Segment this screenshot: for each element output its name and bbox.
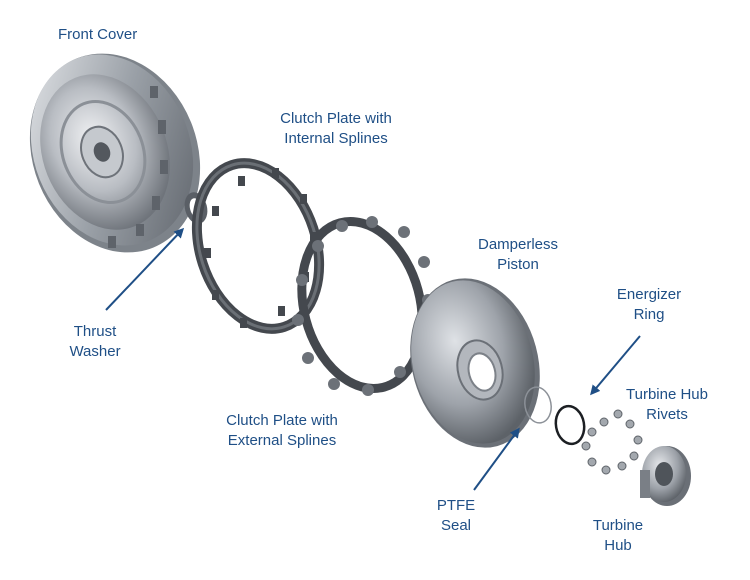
clutch-plate-internal-line1: Clutch Plate with [280,110,392,127]
thrust-washer-line2: Washer [69,343,121,360]
front-cover-label-text: Front Cover [58,26,138,43]
turbine-hub-label: Turbine Hub [580,516,656,556]
energizer-ring-label: Energizer Ring [602,285,696,325]
damperless-piston-line2: Piston [497,256,539,273]
clutch-plate-external-line2: External Splines [227,432,337,449]
ptfe-seal-label: PTFE Seal [426,496,486,536]
turbine-hub-line2: Hub [604,537,632,554]
energizer-ring-part [554,404,586,446]
ptfe-seal-part [524,386,552,424]
thrust-washer-label: Thrust Washer [55,322,135,362]
turbine-hub-line1: Turbine [592,517,644,534]
damperless-piston-label: Damperless Piston [463,235,573,275]
ptfe-seal-line1: PTFE [436,497,476,514]
clutch-plate-internal-label: Clutch Plate with Internal Splines [262,109,410,149]
energizer-ring-arrow [590,335,641,396]
energizer-ring-line2: Ring [633,306,665,323]
thrust-washer-line1: Thrust [73,323,117,340]
ptfe-seal-arrow [473,427,520,491]
turbine-hub-part [640,446,691,506]
turbine-hub-rivets-line1: Turbine Hub [626,386,708,403]
turbine-hub-rivets-line2: Rivets [646,406,688,423]
ptfe-seal-line2: Seal [440,517,472,534]
clutch-plate-internal-line2: Internal Splines [284,130,388,147]
damperless-piston-part [410,278,540,448]
turbine-hub-rivets-label: Turbine Hub Rivets [612,385,722,425]
thrust-washer-arrow [105,227,185,311]
energizer-ring-line1: Energizer [616,286,682,303]
front-cover-label: Front Cover [58,25,137,45]
turbine-hub-rivets-part [581,409,643,475]
damperless-piston-line1: Damperless [477,236,559,253]
front-cover-part [29,53,201,253]
clutch-plate-external-line1: Clutch Plate with [226,412,338,429]
clutch-plate-external-label: Clutch Plate with External Splines [208,411,356,451]
